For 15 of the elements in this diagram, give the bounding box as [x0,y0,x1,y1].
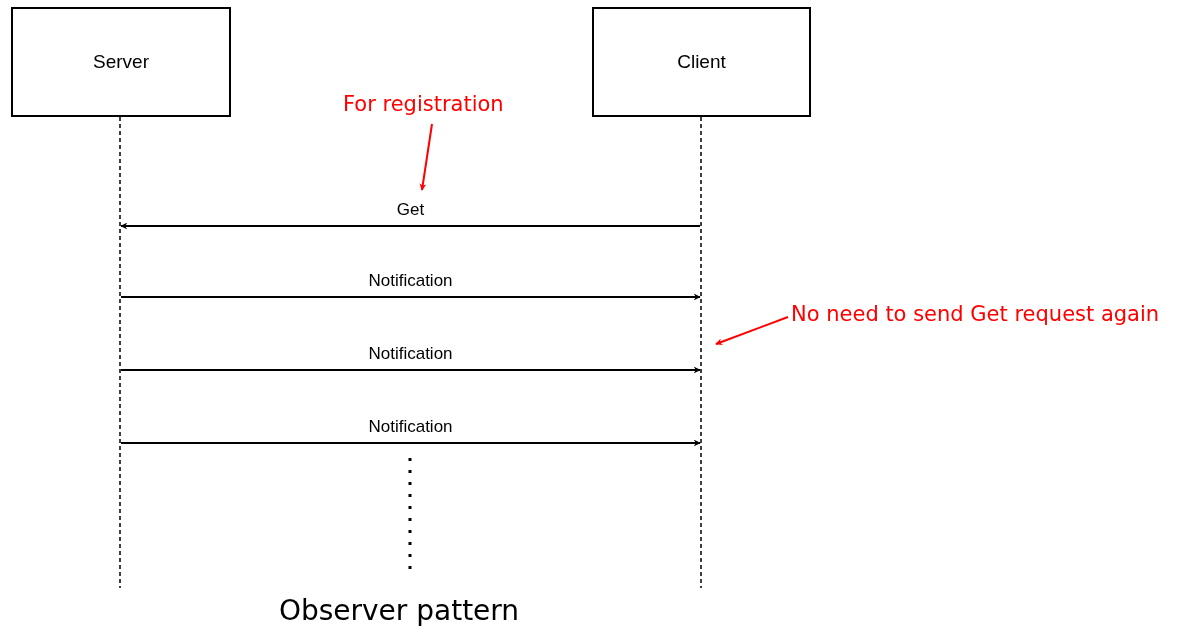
message-arrow [120,366,701,374]
lifeline [700,117,702,588]
pointer-arrow [715,316,789,346]
message-arrow [120,293,701,301]
annotation-text: No need to send Get request again [791,302,1183,330]
caption: Observer pattern [278,594,520,627]
message-arrow [120,222,701,230]
message-arrow [120,439,701,447]
participant-name: Server [93,51,149,73]
participant-box [592,7,811,117]
participant-box [11,7,231,117]
participant-name: Client [677,51,726,73]
pointer-arrow [419,123,433,191]
lifeline [119,117,121,588]
annotation-text: For registration [343,92,515,120]
